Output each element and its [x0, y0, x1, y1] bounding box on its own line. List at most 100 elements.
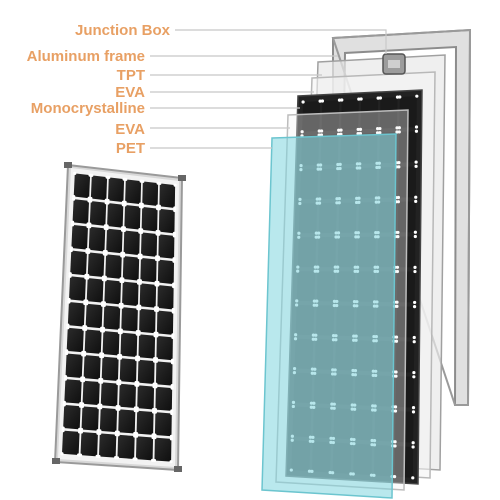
cell-corner-gap: [413, 269, 417, 274]
cell-corner-gap: [83, 327, 88, 331]
solar-cell: [118, 409, 136, 434]
cell-corner-gap: [121, 254, 126, 258]
cell-corner-gap: [87, 248, 91, 252]
cell-corner-gap: [397, 165, 401, 169]
cell-corner-gap: [169, 434, 174, 438]
cell-corner-gap: [89, 199, 93, 203]
cell-corner-gap: [61, 429, 65, 433]
cell-corner-gap: [395, 265, 400, 269]
cell-corner-gap: [169, 460, 173, 464]
solar-cell: [302, 101, 321, 132]
cell-corner-gap: [102, 301, 106, 305]
solar-cell: [122, 256, 140, 281]
cell-corner-gap: [67, 297, 71, 302]
cell-corner-gap: [337, 128, 341, 132]
cell-corner-gap: [88, 225, 92, 229]
cell-corner-gap: [155, 334, 159, 338]
cell-corner-gap: [393, 440, 397, 444]
cell-corner-gap: [102, 303, 106, 307]
cell-corner-gap: [337, 98, 342, 102]
cell-corner-gap: [172, 231, 177, 235]
solar-cell: [98, 433, 117, 458]
cell-corner-gap: [97, 454, 101, 459]
solar-cell: [120, 332, 138, 358]
solar-cell: [89, 201, 107, 226]
cell-corner-gap: [136, 383, 140, 387]
cell-corner-gap: [118, 379, 122, 383]
cell-corner-gap: [340, 98, 344, 102]
cell-corner-gap: [84, 325, 88, 329]
cell-corner-gap: [62, 400, 66, 404]
cell-corner-gap: [106, 201, 110, 205]
cell-corner-gap: [411, 441, 415, 445]
cell-corner-gap: [394, 339, 399, 343]
cell-corner-gap: [158, 181, 162, 185]
solar-cell: [69, 276, 86, 301]
cell-corner-gap: [153, 408, 158, 412]
cell-corner-gap: [393, 405, 398, 409]
cell-corner-gap: [378, 131, 382, 135]
cell-corner-gap: [169, 437, 174, 441]
cell-corner-gap: [413, 234, 417, 239]
cell-corner-gap: [100, 355, 105, 359]
cell-corner-gap: [414, 160, 418, 164]
cell-corner-gap: [122, 226, 126, 230]
cell-corner-gap: [85, 302, 89, 306]
solar-cell: [67, 302, 85, 327]
cell-corner-gap: [393, 444, 397, 448]
cell-corner-gap: [122, 228, 126, 233]
cell-corner-gap: [141, 179, 145, 183]
solar-cell: [142, 181, 159, 207]
cell-corner-gap: [414, 199, 418, 203]
solar-cell: [140, 232, 158, 257]
cell-corner-gap: [393, 409, 398, 413]
cell-corner-gap: [104, 252, 108, 256]
cell-corner-gap: [66, 326, 70, 330]
solar-cell: [64, 379, 82, 404]
label-pet: PET: [115, 140, 145, 157]
cell-corner-gap: [101, 326, 106, 331]
cell-corner-gap: [61, 426, 65, 430]
solar-cell: [156, 310, 174, 335]
cell-corner-gap: [414, 195, 418, 199]
cell-corner-gap: [100, 352, 105, 356]
solar-cell: [141, 206, 158, 232]
cell-corner-gap: [412, 305, 417, 309]
cell-corner-gap: [394, 370, 398, 374]
cell-corner-gap: [87, 250, 91, 254]
cell-corner-gap: [413, 300, 417, 305]
cell-corner-gap: [172, 257, 176, 261]
cell-corner-gap: [118, 356, 123, 360]
cell-corner-gap: [412, 340, 416, 344]
cell-corner-gap: [63, 377, 67, 381]
cell-corner-gap: [106, 198, 110, 203]
cell-corner-gap: [171, 307, 175, 312]
cell-corner-gap: [339, 128, 343, 132]
cell-corner-gap: [86, 273, 90, 278]
cell-corner-gap: [376, 96, 380, 100]
cell-corner-gap: [172, 234, 176, 238]
cell-corner-gap: [157, 230, 161, 234]
cell-corner-gap: [100, 378, 104, 382]
cell-corner-gap: [358, 127, 363, 131]
solar-cell: [82, 380, 100, 406]
solar-cell: [85, 303, 103, 329]
cell-corner-gap: [118, 354, 123, 358]
solar-cell: [84, 329, 102, 354]
solar-cell: [71, 224, 88, 250]
cell-corner-gap: [413, 230, 417, 234]
cell-corner-gap: [137, 330, 141, 334]
solar-cell: [159, 183, 176, 208]
solar-cell: [80, 432, 98, 457]
cell-corner-gap: [68, 272, 72, 276]
cell-corner-gap: [107, 175, 111, 179]
solar-cell: [140, 257, 157, 283]
cell-corner-gap: [152, 458, 157, 463]
cell-corner-gap: [395, 300, 399, 304]
cell-corner-gap: [396, 230, 400, 235]
cell-corner-gap: [120, 305, 124, 309]
cell-corner-gap: [411, 410, 416, 414]
solar-cell: [155, 386, 173, 411]
solar-cell: [135, 436, 154, 461]
